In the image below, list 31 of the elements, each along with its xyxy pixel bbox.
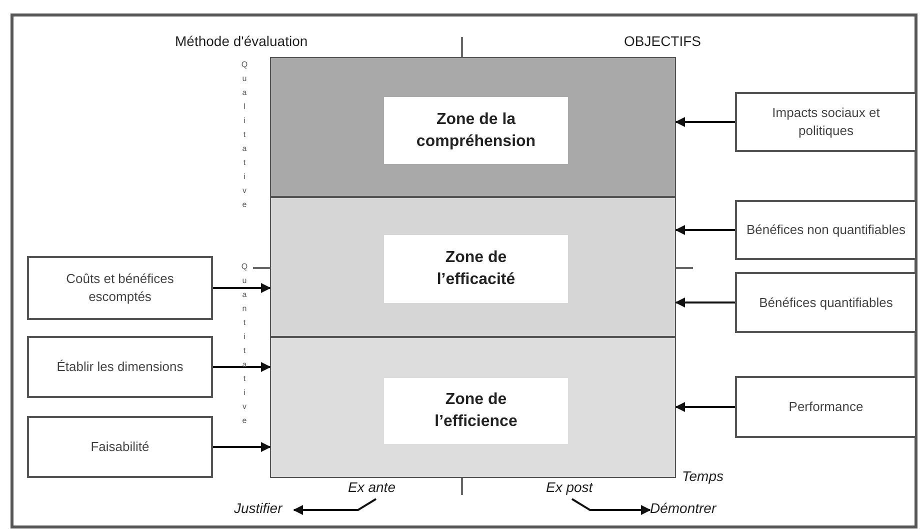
zone-band — [270, 197, 676, 337]
arrow — [675, 402, 735, 412]
arrow — [675, 117, 735, 127]
objective-box: Impacts sociaux et politiques — [735, 92, 917, 152]
time-label: Justifier — [234, 500, 294, 520]
objective-box: Bénéfices quantifiables — [735, 272, 917, 333]
time-label: Démontrer — [650, 500, 724, 520]
objective-box: Faisabilité — [27, 416, 213, 478]
zone-label: Zone de l’efficience — [384, 378, 568, 444]
arrow — [213, 283, 271, 293]
arrow — [675, 225, 735, 235]
objective-box: Bénéfices non quantifiables — [735, 200, 917, 260]
arrow — [571, 498, 651, 515]
axis-label: Qualitative — [240, 60, 249, 214]
objective-box: Performance — [735, 376, 917, 438]
time-label: Ex post — [546, 479, 598, 497]
axis-label: Temps — [682, 468, 724, 484]
time-label: Ex ante — [348, 479, 404, 497]
arrow — [213, 362, 271, 372]
axis-label: Quantitative — [240, 262, 249, 430]
heading-label: OBJECTIFS — [624, 33, 702, 49]
zone-band — [270, 337, 676, 478]
objective-box: Coûts et bénéfices escomptés — [27, 256, 213, 320]
arrow — [293, 498, 377, 515]
zone-label: Zone de la compréhension — [384, 97, 568, 164]
arrow — [213, 442, 271, 452]
arrow — [675, 298, 735, 308]
zone-band — [270, 57, 676, 197]
heading-label: Méthode d'évaluation — [175, 33, 308, 49]
objective-box: Établir les dimensions — [27, 336, 213, 398]
zone-label: Zone de l’efficacité — [384, 235, 568, 303]
